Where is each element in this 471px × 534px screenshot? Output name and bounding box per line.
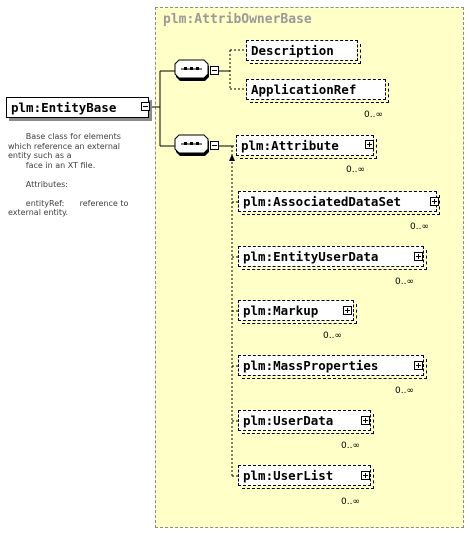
group-title: plm:AttribOwnerBase xyxy=(163,12,312,27)
user-data-expand-icon[interactable] xyxy=(361,416,370,425)
attribute-cardinality: 0..∞ xyxy=(346,165,365,175)
markup-expand-icon[interactable] xyxy=(343,306,352,315)
sequence-compositor-2 xyxy=(174,134,209,156)
description-node[interactable]: Description xyxy=(246,40,361,64)
user-list-cardinality: 0..∞ xyxy=(341,497,360,507)
entity-base-label: plm:EntityBase xyxy=(11,100,117,115)
user-data-cardinality: 0..∞ xyxy=(341,441,360,451)
doc-line: Base class for elements xyxy=(8,132,121,141)
associated-dataset-cardinality: 0..∞ xyxy=(410,222,429,232)
entity-user-data-cardinality: 0..∞ xyxy=(395,277,414,287)
doc-line xyxy=(8,189,143,199)
associated-dataset-node[interactable]: plm:AssociatedDataSet xyxy=(238,191,440,215)
doc-line: entityRef: reference to xyxy=(8,198,129,208)
user-list-expand-icon[interactable] xyxy=(361,471,370,480)
entity-base-collapse-icon[interactable] xyxy=(141,102,150,111)
sequence-compositor-1 xyxy=(174,59,209,81)
application-ref-label: ApplicationRef xyxy=(251,82,357,97)
entity-user-data-label: plm:EntityUserData xyxy=(243,249,379,264)
sequence1-collapse-icon[interactable] xyxy=(210,66,219,75)
application-ref-node[interactable]: ApplicationRef xyxy=(246,79,389,103)
attribute-node[interactable]: plm:Attribute xyxy=(236,135,377,159)
attribute-label: plm:Attribute xyxy=(241,138,339,153)
associated-dataset-label: plm:AssociatedDataSet xyxy=(243,194,402,209)
doc-line: face in an XT file. xyxy=(8,160,96,170)
markup-label: plm:Markup xyxy=(243,303,319,318)
mass-properties-expand-icon[interactable] xyxy=(414,361,423,370)
entity-base-node[interactable]: plm:EntityBase xyxy=(6,97,149,118)
user-data-node[interactable]: plm:UserData xyxy=(238,410,374,434)
doc-line: Attributes: xyxy=(8,179,68,189)
entity-base-documentation: Base class for elements which reference … xyxy=(8,132,143,218)
mass-properties-label: plm:MassProperties xyxy=(243,358,379,373)
description-label: Description xyxy=(251,43,334,58)
doc-line: entity such as a xyxy=(8,151,72,160)
entity-user-data-expand-icon[interactable] xyxy=(414,252,423,261)
doc-line: external entity. xyxy=(8,208,69,217)
markup-node[interactable]: plm:Markup xyxy=(238,300,357,324)
application-ref-cardinality: 0..∞ xyxy=(364,110,383,120)
doc-line: which reference an external xyxy=(8,141,121,151)
attribute-expand-icon[interactable] xyxy=(365,140,374,149)
doc-line xyxy=(8,170,143,180)
user-list-label: plm:UserList xyxy=(243,468,334,483)
sequence2-collapse-icon[interactable] xyxy=(210,141,219,150)
associated-dataset-expand-icon[interactable] xyxy=(430,197,439,206)
mass-properties-cardinality: 0..∞ xyxy=(395,386,414,396)
markup-cardinality: 0..∞ xyxy=(323,331,342,341)
entity-user-data-node[interactable]: plm:EntityUserData xyxy=(238,246,427,270)
mass-properties-node[interactable]: plm:MassProperties xyxy=(238,355,427,379)
user-list-node[interactable]: plm:UserList xyxy=(238,465,374,489)
user-data-label: plm:UserData xyxy=(243,413,334,428)
